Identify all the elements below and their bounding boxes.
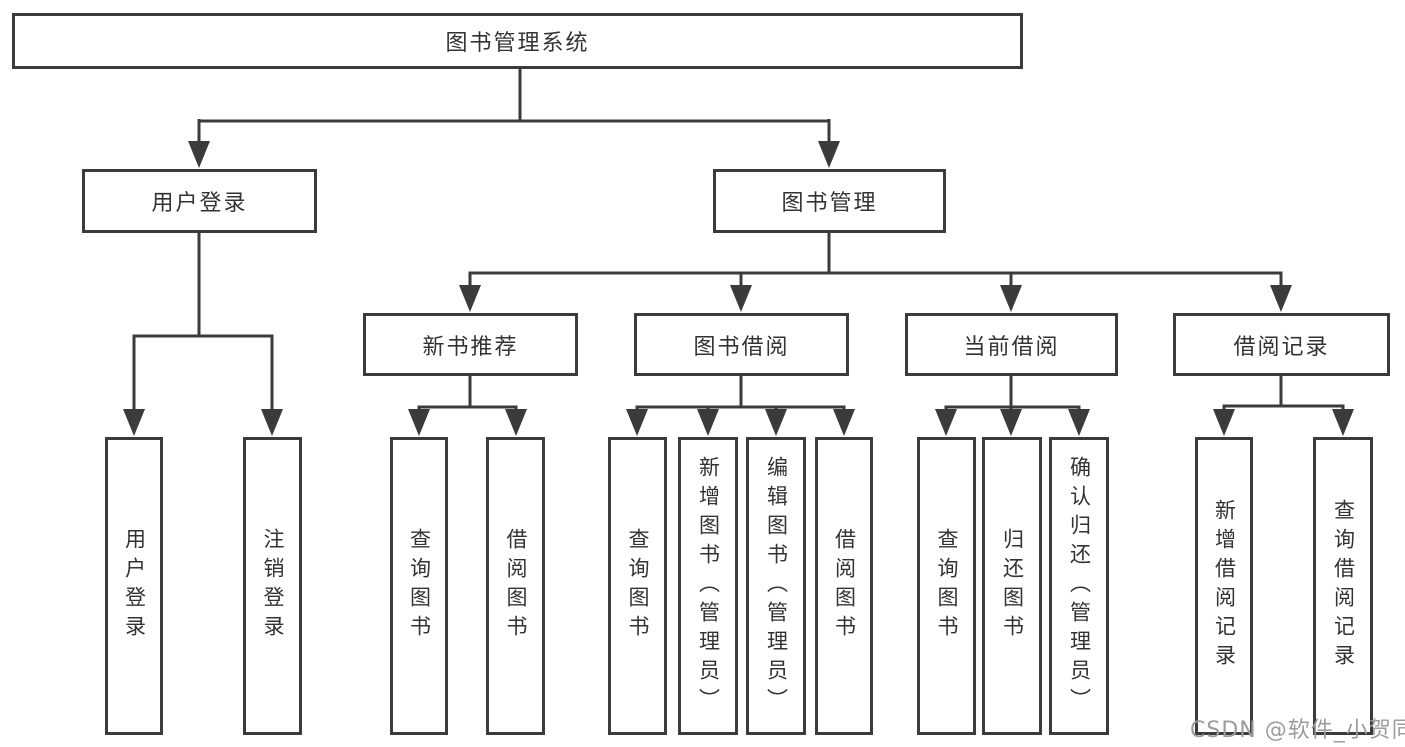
arrowhead (1000, 409, 1022, 436)
leaf-br-query-record: 查询借阅记录 (1313, 437, 1373, 735)
node-book-management: 图书管理 (713, 169, 946, 233)
arrowhead (833, 409, 855, 436)
arrowhead (1332, 409, 1354, 436)
arrowhead (261, 409, 283, 436)
node-current-borrow: 当前借阅 (905, 313, 1118, 376)
leaf-br-add-record: 新增借阅记录 (1195, 437, 1253, 735)
arrowhead (123, 409, 145, 436)
connector-current-borrow-children (944, 373, 1081, 411)
arrowhead (459, 285, 481, 312)
arrowhead (1000, 285, 1022, 312)
leaf-cb-return-books: 归还图书 (982, 437, 1042, 735)
connector-root-to-level1 (197, 67, 831, 143)
arrowhead (730, 285, 752, 312)
arrowhead (697, 409, 719, 436)
leaf-cb-confirm-return-admin: 确认归还（管理员） (1049, 437, 1109, 735)
connector-new-book-children (417, 373, 518, 411)
connector-user-login-children (132, 230, 274, 411)
watermark: CSDN @软件_小贺同学 (1190, 718, 1405, 743)
arrowhead (1213, 409, 1235, 436)
arrowhead (188, 141, 210, 168)
arrowhead (408, 409, 430, 436)
leaf-nb-borrow-books: 借阅图书 (486, 437, 545, 735)
node-new-book-recommend: 新书推荐 (363, 313, 578, 376)
leaf-cb-query-books: 查询图书 (917, 437, 976, 735)
arrowhead (818, 141, 840, 168)
node-book-borrow: 图书借阅 (634, 313, 849, 376)
leaf-nb-query-books: 查询图书 (390, 437, 448, 735)
connector-borrow-records-children (1222, 373, 1345, 411)
arrowhead (626, 409, 648, 436)
node-borrow-records: 借阅记录 (1173, 313, 1390, 376)
connector-book-management-children (468, 230, 1283, 287)
arrowhead (765, 409, 787, 436)
leaf-logout: 注销登录 (243, 437, 302, 735)
leaf-user-login: 用户登录 (105, 437, 163, 735)
arrowhead (1068, 409, 1090, 436)
connector-book-borrow-children (635, 373, 846, 411)
arrowhead (1270, 285, 1292, 312)
leaf-bb-borrow-books: 借阅图书 (815, 437, 873, 735)
leaf-bb-add-books-admin: 新增图书（管理员） (678, 437, 738, 735)
node-user-login: 用户登录 (82, 169, 317, 233)
arrowhead (505, 409, 527, 436)
arrowhead (935, 409, 957, 436)
leaf-bb-query-books: 查询图书 (608, 437, 667, 735)
leaf-bb-edit-books-admin: 编辑图书（管理员） (746, 437, 806, 735)
node-root: 图书管理系统 (12, 13, 1023, 69)
